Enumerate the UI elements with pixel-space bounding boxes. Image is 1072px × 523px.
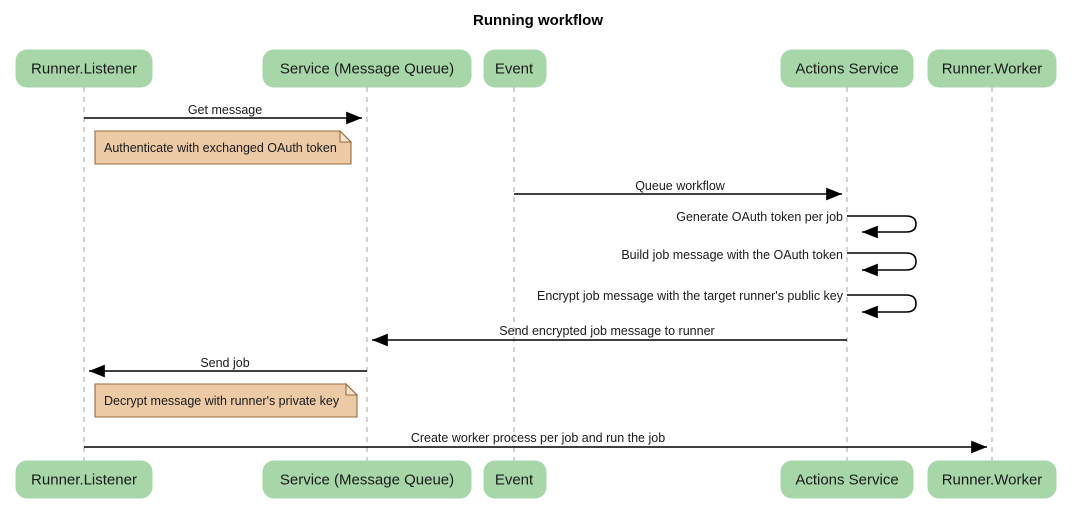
message-label: Encrypt job message with the target runn… — [537, 289, 844, 303]
message-encrypt-job-message[interactable]: Encrypt job message with the target runn… — [537, 289, 917, 319]
participant-box[interactable] — [262, 49, 472, 88]
diagram-title: Running workflow — [473, 12, 603, 29]
participant-bottom-actions-service[interactable]: Actions Service — [780, 460, 914, 499]
participant-top-runner-listener[interactable]: Runner.Listener — [15, 49, 153, 88]
participant-label: Actions Service — [795, 60, 898, 77]
message-self-loop — [847, 252, 917, 277]
message-label: Send job — [200, 356, 249, 370]
participant-box[interactable] — [15, 49, 153, 88]
participants-bottom: Runner.Listener Service (Message Queue) … — [15, 460, 1057, 499]
lifelines-group — [83, 87, 993, 461]
message-queue-workflow[interactable]: Queue workflow — [514, 179, 842, 201]
messages-group: Get message Queue workflow Generate OAut… — [84, 103, 987, 454]
note-label: Decrypt message with runner's private ke… — [104, 394, 340, 408]
note-label: Authenticate with exchanged OAuth token — [104, 141, 337, 155]
message-label: Build job message with the OAuth token — [621, 248, 843, 262]
note-decrypt[interactable]: Decrypt message with runner's private ke… — [94, 382, 359, 418]
note-shape — [94, 130, 352, 165]
message-get-message[interactable]: Get message — [84, 103, 362, 125]
participant-box[interactable] — [262, 460, 472, 499]
message-self-loop — [847, 215, 917, 239]
participant-label: Service (Message Queue) — [280, 60, 454, 77]
participant-label: Runner.Listener — [31, 471, 137, 488]
participant-box[interactable] — [927, 49, 1057, 88]
participant-label: Runner.Listener — [31, 60, 137, 77]
note-authenticate[interactable]: Authenticate with exchanged OAuth token — [94, 129, 353, 165]
note-fold-corner — [345, 382, 359, 396]
participant-top-event[interactable]: Event — [483, 49, 547, 88]
participant-bottom-runner-worker[interactable]: Runner.Worker — [927, 460, 1057, 499]
participant-box[interactable] — [927, 460, 1057, 499]
participant-box[interactable] — [15, 460, 153, 499]
participant-top-actions-service[interactable]: Actions Service — [780, 49, 914, 88]
participant-bottom-service-mq[interactable]: Service (Message Queue) — [262, 460, 472, 499]
note-shape — [94, 383, 358, 418]
participant-bottom-event[interactable]: Event — [483, 460, 547, 499]
participant-label: Actions Service — [795, 471, 898, 488]
participants-top: Runner.Listener Service (Message Queue) … — [15, 49, 1057, 88]
participant-label: Runner.Worker — [942, 60, 1043, 77]
message-generate-oauth-token[interactable]: Generate OAuth token per job — [676, 210, 917, 239]
participant-label: Runner.Worker — [942, 471, 1043, 488]
message-send-encrypted-job-message[interactable]: Send encrypted job message to runner — [372, 324, 847, 347]
message-label: Send encrypted job message to runner — [499, 324, 714, 338]
participant-top-runner-worker[interactable]: Runner.Worker — [927, 49, 1057, 88]
message-build-job-message[interactable]: Build job message with the OAuth token — [621, 248, 917, 277]
participant-label: Event — [495, 60, 534, 77]
message-label: Queue workflow — [635, 179, 726, 193]
participant-top-service-mq[interactable]: Service (Message Queue) — [262, 49, 472, 88]
message-label: Get message — [188, 103, 262, 117]
message-label: Generate OAuth token per job — [676, 210, 843, 224]
participant-bottom-runner-listener[interactable]: Runner.Listener — [15, 460, 153, 499]
note-fold-corner — [339, 129, 353, 143]
message-send-job[interactable]: Send job — [89, 356, 367, 378]
participant-label: Event — [495, 471, 534, 488]
participant-box[interactable] — [483, 460, 547, 499]
message-create-worker-process[interactable]: Create worker process per job and run th… — [84, 431, 987, 454]
notes-group: Authenticate with exchanged OAuth token … — [94, 129, 359, 418]
participant-label: Service (Message Queue) — [280, 471, 454, 488]
participant-box[interactable] — [483, 49, 547, 88]
message-self-loop — [847, 294, 917, 319]
message-label: Create worker process per job and run th… — [411, 431, 665, 445]
participant-box[interactable] — [780, 49, 914, 88]
participant-box[interactable] — [780, 460, 914, 499]
